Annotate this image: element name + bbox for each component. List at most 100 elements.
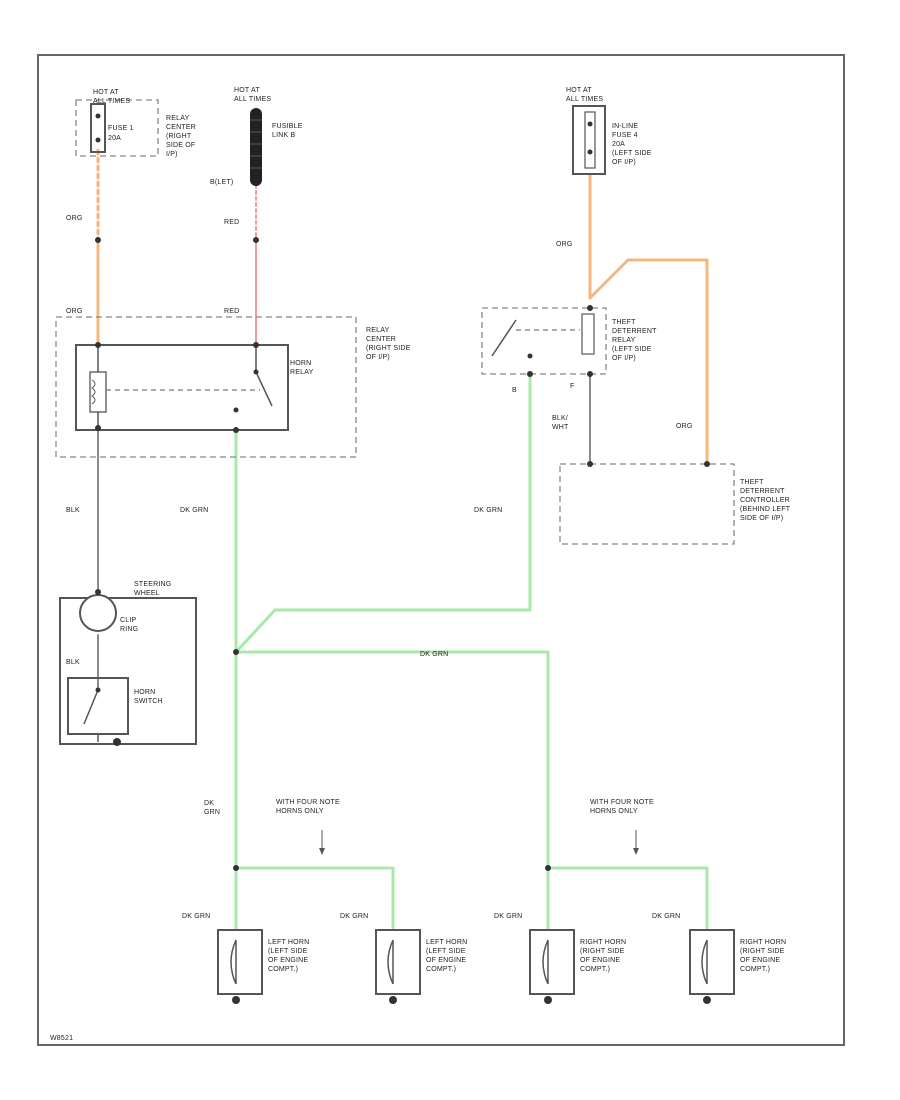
relay-pin-blk bbox=[95, 425, 101, 431]
relay-center-label-1: RELAY bbox=[366, 327, 390, 334]
horn3-label-2: (RIGHT SIDE bbox=[580, 948, 625, 955]
horn1-wire-label: DK GRN bbox=[182, 913, 210, 920]
fuse1-hot-line2: ALL TIMES bbox=[93, 98, 130, 105]
clip-ring-label-2: RING bbox=[120, 626, 138, 633]
horn-switch-label-2: SWITCH bbox=[134, 698, 163, 705]
fuse1-hot-line1: HOT AT bbox=[93, 89, 119, 96]
relay-center-label-4: OF I/P) bbox=[366, 354, 390, 361]
splice-red bbox=[253, 237, 259, 243]
controller-label-3: CONTROLLER bbox=[740, 497, 790, 504]
fusible-label-2: LINK B bbox=[272, 132, 296, 139]
horn-switch-ground bbox=[113, 738, 121, 746]
org-label-controller: ORG bbox=[676, 423, 693, 430]
fuse-1 bbox=[75, 99, 159, 157]
org-wire-controller bbox=[588, 258, 709, 464]
theft-relay-pin-f bbox=[587, 371, 593, 377]
steering-label-2: WHEEL bbox=[134, 590, 160, 597]
fusible-terminal: B(LET) bbox=[210, 179, 233, 186]
clip-ring-label-1: CLIP bbox=[120, 617, 136, 624]
horn2-label-1: LEFT HORN bbox=[426, 939, 467, 946]
horn-1 bbox=[217, 929, 263, 1004]
theft-relay-pin-org bbox=[587, 305, 593, 311]
splice-left-horns bbox=[233, 865, 239, 871]
blk-wht-label-1: BLK/ bbox=[552, 415, 568, 422]
blk-wht-label-2: WHT bbox=[552, 424, 569, 431]
relay-center-box bbox=[55, 316, 357, 458]
theft-relay-label-1: THEFT bbox=[612, 319, 636, 326]
theft-relay-contacts bbox=[491, 313, 595, 359]
theft-relay-pin-b-label: B bbox=[512, 387, 517, 394]
horn-relay-coil bbox=[89, 345, 107, 428]
horn-relay-contact bbox=[253, 345, 273, 407]
relay-pin-dkgrn bbox=[233, 427, 239, 433]
dk-grn-split-2: GRN bbox=[204, 809, 220, 816]
controller-label-4: (BEHIND LEFT bbox=[740, 506, 791, 513]
fusible-hot-line2: ALL TIMES bbox=[234, 96, 271, 103]
fuse-4-element bbox=[584, 111, 596, 169]
fuse4-hot-line1: HOT AT bbox=[566, 87, 592, 94]
dk-grn-wire-right bbox=[234, 650, 550, 930]
horn2-label-2: (LEFT SIDE bbox=[426, 948, 466, 955]
horn4-label-2: (RIGHT SIDE bbox=[740, 948, 785, 955]
controller-label-5: SIDE OF I/P) bbox=[740, 515, 783, 522]
fuse4-label-1: IN-LINE bbox=[612, 123, 638, 130]
fusible-hot-line1: HOT AT bbox=[234, 87, 260, 94]
controller-label-1: THEFT bbox=[740, 479, 764, 486]
fuse1-fuse-rating: 20A bbox=[108, 135, 121, 142]
horn3-wire-label: DK GRN bbox=[494, 913, 522, 920]
dk-grn-label-relay: DK GRN bbox=[180, 507, 208, 514]
horn4-label-1: RIGHT HORN bbox=[740, 939, 786, 946]
theft-controller-box bbox=[559, 463, 735, 545]
fuse4-label-4: (LEFT SIDE bbox=[612, 150, 652, 157]
theft-relay-pin-b bbox=[527, 371, 533, 377]
four-note-right-arrow bbox=[633, 830, 639, 855]
fusible-link-b bbox=[250, 108, 262, 186]
fuse1-location-2: CENTER bbox=[166, 124, 196, 131]
splice-dk-grn-main bbox=[233, 649, 239, 655]
diagram-frame bbox=[37, 54, 845, 1046]
dk-grn-wire-left-branch bbox=[234, 866, 395, 930]
red-label-lower: RED bbox=[224, 308, 239, 315]
relay-pin-out bbox=[233, 407, 239, 413]
theft-relay-label-2: DETERRENT bbox=[612, 328, 657, 335]
steering-wheel-box bbox=[59, 597, 197, 745]
dk-grn-wire-right-branch bbox=[546, 866, 709, 930]
horn3-label-1: RIGHT HORN bbox=[580, 939, 626, 946]
four-note-left-2: HORNS ONLY bbox=[276, 808, 324, 815]
theft-relay-label-5: OF I/P) bbox=[612, 355, 636, 362]
fuse4-label-5: OF I/P) bbox=[612, 159, 636, 166]
controller-label-2: DETERRENT bbox=[740, 488, 785, 495]
controller-pin-org bbox=[704, 461, 710, 467]
theft-relay-box bbox=[481, 307, 607, 375]
theft-relay-label-4: (LEFT SIDE bbox=[612, 346, 652, 353]
dk-grn-label-theft: DK GRN bbox=[474, 507, 502, 514]
splice-right-horns bbox=[545, 865, 551, 871]
fuse4-hot-line2: ALL TIMES bbox=[566, 96, 603, 103]
horn-switch-label-1: HORN bbox=[134, 689, 155, 696]
horn4-label-4: COMPT.) bbox=[740, 966, 770, 973]
relay-pin-red bbox=[253, 342, 259, 348]
horn1-label-1: LEFT HORN bbox=[268, 939, 309, 946]
horn1-label-3: OF ENGINE bbox=[268, 957, 308, 964]
horn-4 bbox=[689, 929, 735, 1004]
fuse1-fuse-name: FUSE 1 bbox=[108, 125, 134, 132]
four-note-left-arrow bbox=[319, 830, 325, 855]
org-label-lower: ORG bbox=[66, 308, 83, 315]
horn3-label-3: OF ENGINE bbox=[580, 957, 620, 964]
footer-code: W8521 bbox=[50, 1035, 73, 1042]
horn-switch bbox=[83, 687, 101, 742]
fuse1-location-5: I/P) bbox=[166, 151, 178, 158]
horn2-wire-label: DK GRN bbox=[340, 913, 368, 920]
horn-relay-label-1: HORN bbox=[290, 360, 311, 367]
controller-pin-blkwht bbox=[587, 461, 593, 467]
clip-ring-pin bbox=[95, 589, 101, 595]
theft-relay-pin-f-label: F bbox=[570, 383, 574, 390]
horn-relay-label-2: RELAY bbox=[290, 369, 314, 376]
horn4-label-3: OF ENGINE bbox=[740, 957, 780, 964]
horn2-label-3: OF ENGINE bbox=[426, 957, 466, 964]
fuse-4 bbox=[572, 105, 606, 175]
steering-label-1: STEERING bbox=[134, 581, 171, 588]
fuse1-location-4: SIDE OF bbox=[166, 142, 195, 149]
fuse4-label-3: 20A bbox=[612, 141, 625, 148]
